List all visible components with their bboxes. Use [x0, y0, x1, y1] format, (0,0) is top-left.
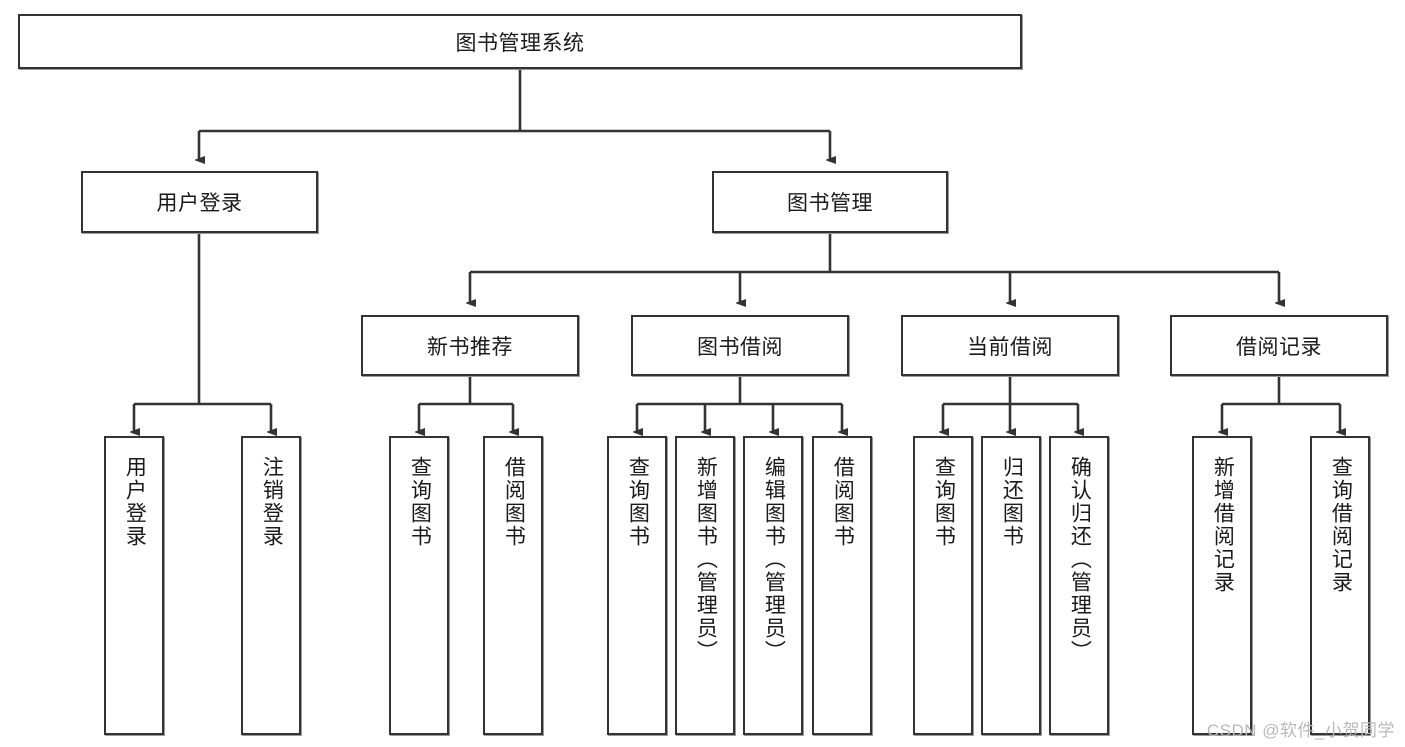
leaf-user-login-label: 用户登录: [123, 456, 147, 548]
node-book-borrow-label: 图书借阅: [697, 335, 783, 359]
node-borrow-record-label: 借阅记录: [1236, 335, 1322, 359]
leaf-borrow-book[interactable]: 借阅图书: [812, 436, 872, 735]
leaf-query-borrow-record[interactable]: 查询借阅记录: [1310, 436, 1370, 735]
leaf-query-book-current[interactable]: 查询图书: [913, 436, 973, 735]
leaf-confirm-return-admin[interactable]: 确认归还（管理员）: [1049, 436, 1109, 735]
node-root[interactable]: 图书管理系统: [18, 14, 1022, 69]
node-user-login-label: 用户登录: [156, 192, 243, 215]
leaf-add-book-admin[interactable]: 新增图书（管理员）: [675, 436, 735, 735]
watermark: CSDN @软件_小贺同学: [1206, 721, 1395, 740]
leaf-query-book-recommend-label: 查询图书: [408, 456, 432, 548]
leaf-add-borrow-record[interactable]: 新增借阅记录: [1192, 436, 1252, 735]
leaf-query-book-borrow-label: 查询图书: [626, 456, 650, 548]
node-user-login[interactable]: 用户登录: [81, 171, 318, 233]
leaf-add-book-admin-label: 新增图书（管理员）: [694, 456, 718, 663]
leaf-query-book-recommend[interactable]: 查询图书: [389, 436, 449, 735]
leaf-edit-book-admin[interactable]: 编辑图书（管理员）: [743, 436, 803, 735]
node-root-label: 图书管理系统: [455, 31, 585, 55]
leaf-logout-label: 注销登录: [260, 456, 284, 548]
leaf-return-book[interactable]: 归还图书: [981, 436, 1041, 735]
leaf-add-borrow-record-label: 新增借阅记录: [1211, 456, 1235, 594]
leaf-query-book-current-label: 查询图书: [932, 456, 956, 548]
node-current-borrow-label: 当前借阅: [967, 335, 1053, 359]
leaf-query-book-borrow[interactable]: 查询图书: [607, 436, 667, 735]
leaf-borrow-book-recommend-label: 借阅图书: [502, 456, 526, 548]
leaf-borrow-book-label: 借阅图书: [831, 456, 855, 548]
leaf-return-book-label: 归还图书: [1000, 456, 1024, 548]
leaf-confirm-return-admin-label: 确认归还（管理员）: [1068, 456, 1092, 663]
leaf-query-borrow-record-label: 查询借阅记录: [1329, 456, 1353, 594]
leaf-logout[interactable]: 注销登录: [241, 436, 301, 735]
node-book-management-label: 图书管理: [787, 192, 873, 215]
node-new-book-recommend[interactable]: 新书推荐: [361, 315, 579, 376]
node-book-management[interactable]: 图书管理: [712, 171, 948, 233]
node-new-book-recommend-label: 新书推荐: [427, 335, 513, 359]
node-book-borrow[interactable]: 图书借阅: [631, 315, 849, 376]
node-borrow-record[interactable]: 借阅记录: [1170, 315, 1388, 376]
node-current-borrow[interactable]: 当前借阅: [901, 315, 1119, 376]
leaf-user-login[interactable]: 用户登录: [104, 436, 164, 735]
leaf-edit-book-admin-label: 编辑图书（管理员）: [762, 456, 786, 663]
leaf-borrow-book-recommend[interactable]: 借阅图书: [483, 436, 543, 735]
